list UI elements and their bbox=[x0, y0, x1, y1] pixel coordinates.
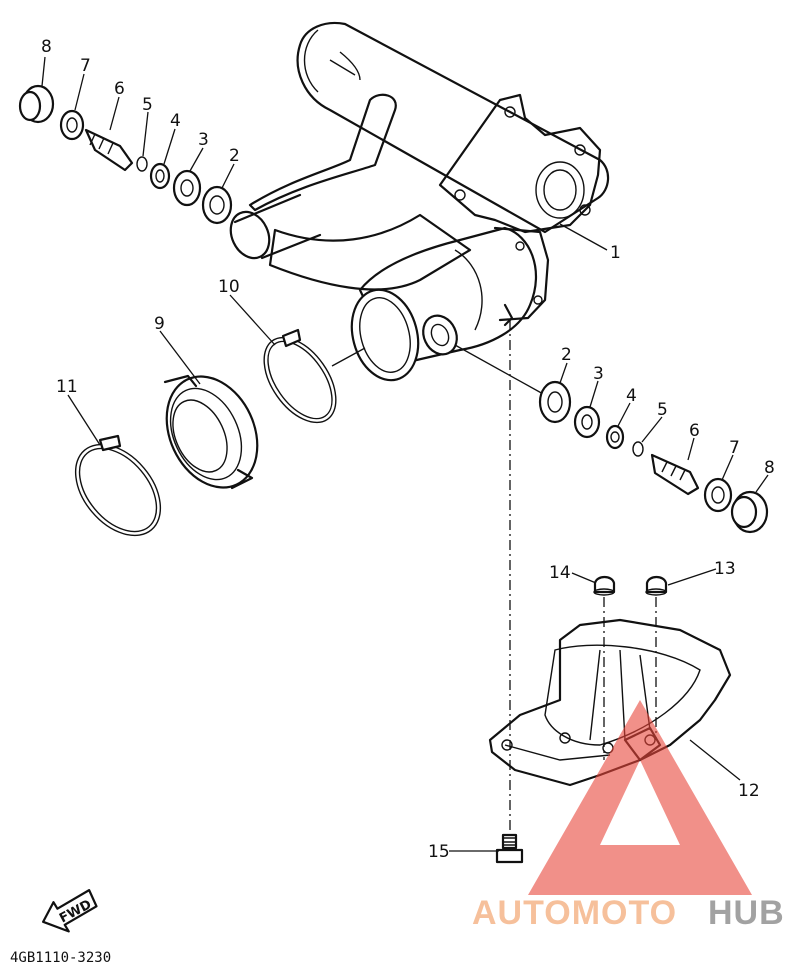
watermark-text-hub: HUB bbox=[708, 894, 785, 932]
callout-numbers: 8 7 6 5 4 3 2 1 2 3 4 5 6 7 8 9 10 11 12… bbox=[41, 37, 775, 862]
callout-9: 9 bbox=[154, 314, 165, 334]
callout-8-right: 8 bbox=[764, 458, 775, 478]
watermark-logo bbox=[528, 700, 752, 895]
callout-3-left: 3 bbox=[198, 130, 209, 150]
callout-8-left: 8 bbox=[41, 37, 52, 57]
fwd-arrow: FWD bbox=[42, 889, 98, 933]
callout-13: 13 bbox=[714, 559, 736, 579]
swingarm bbox=[229, 21, 610, 382]
chain-guard bbox=[488, 618, 732, 787]
watermark-text-automoto: AUTOMOTO bbox=[472, 894, 677, 932]
callout-11: 11 bbox=[56, 377, 78, 397]
callout-6-right: 6 bbox=[689, 421, 700, 441]
callout-14: 14 bbox=[549, 563, 571, 583]
callout-12: 12 bbox=[738, 781, 760, 801]
watermark: AUTOMOTO HUB bbox=[472, 700, 785, 932]
callout-5-right: 5 bbox=[657, 400, 668, 420]
diagram-code: 4GB1110-3230 bbox=[10, 950, 111, 966]
left-pivot-parts bbox=[18, 84, 233, 225]
callout-6-left: 6 bbox=[114, 79, 125, 99]
callout-10: 10 bbox=[218, 277, 240, 297]
callout-2-right: 2 bbox=[561, 345, 572, 365]
callout-1: 1 bbox=[610, 243, 621, 263]
boot-and-clamps bbox=[74, 328, 366, 537]
callout-4-left: 4 bbox=[170, 111, 181, 131]
callout-3-right: 3 bbox=[593, 364, 604, 384]
callout-2-left: 2 bbox=[229, 146, 240, 166]
callout-15: 15 bbox=[428, 842, 450, 862]
callout-7-right: 7 bbox=[729, 438, 740, 458]
callout-4-right: 4 bbox=[626, 386, 637, 406]
callout-5-left: 5 bbox=[142, 95, 153, 115]
callout-leaders bbox=[41, 56, 769, 852]
fasteners bbox=[495, 320, 668, 864]
right-pivot-parts bbox=[454, 344, 769, 534]
callout-7-left: 7 bbox=[80, 56, 91, 76]
